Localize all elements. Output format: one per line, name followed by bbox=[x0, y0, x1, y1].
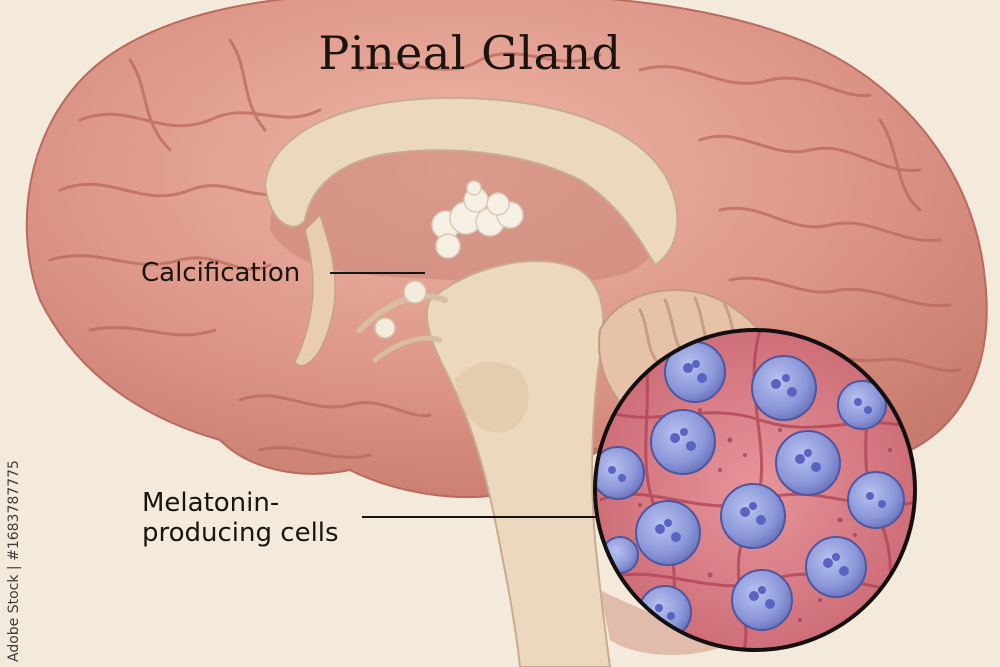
thalamic-strand bbox=[372, 335, 443, 363]
melatonin-cells-label: Melatonin- producing cells bbox=[142, 488, 339, 548]
cell bbox=[847, 471, 905, 529]
melatonin-label-line1: Melatonin- bbox=[142, 488, 280, 518]
stock-watermark: Adobe Stock | #1683787775 bbox=[4, 424, 26, 664]
calcification-label: Calcification bbox=[141, 258, 301, 288]
brainstem bbox=[425, 260, 612, 667]
cell bbox=[595, 446, 645, 500]
page-title: Pineal Gland bbox=[318, 26, 622, 80]
cell bbox=[720, 483, 786, 549]
melatonin-label-line2: producing cells bbox=[142, 518, 339, 548]
pons bbox=[455, 361, 529, 433]
watermark-text: Adobe Stock | #1683787775 bbox=[6, 460, 22, 662]
magnified-cells bbox=[593, 328, 917, 652]
gyri-folds bbox=[48, 38, 962, 459]
corpus-callosum bbox=[263, 96, 679, 267]
cell bbox=[837, 380, 887, 430]
cell bbox=[650, 409, 716, 475]
cell bbox=[664, 341, 726, 403]
cell bbox=[635, 500, 701, 566]
cell-group bbox=[595, 341, 905, 639]
cell bbox=[731, 569, 793, 631]
cell bbox=[751, 355, 817, 421]
thalamic-strand bbox=[357, 293, 448, 333]
calcification-cluster bbox=[374, 180, 524, 339]
cell bbox=[805, 536, 867, 598]
cell bbox=[775, 430, 841, 496]
